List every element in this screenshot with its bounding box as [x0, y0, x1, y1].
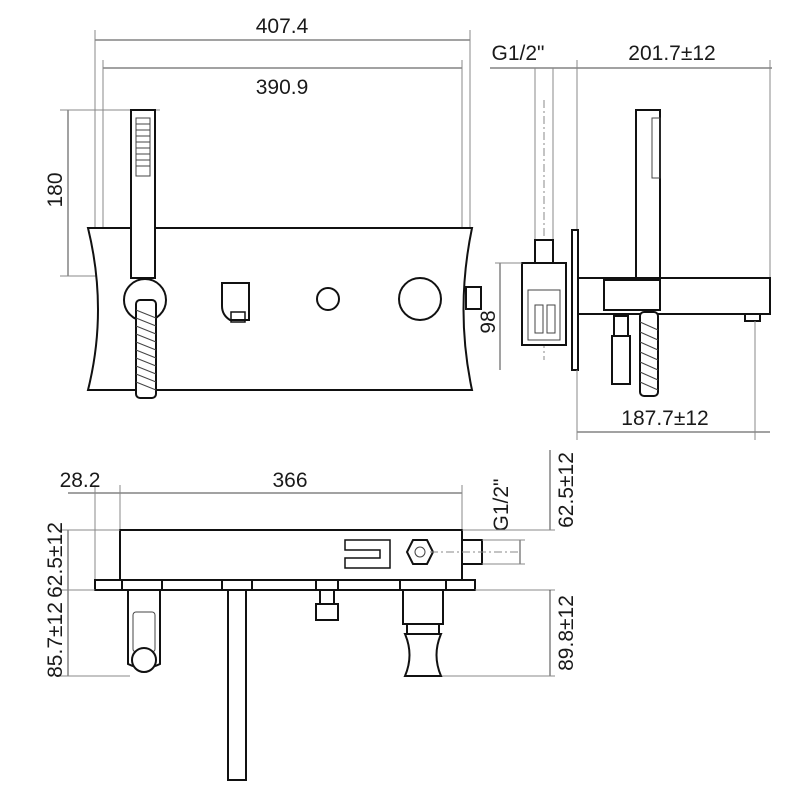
- front-view: 407.4 390.9 180: [44, 15, 482, 399]
- hose-texture-side: [639, 321, 659, 391]
- plate-base: [94, 579, 476, 591]
- mixer-flange: [399, 579, 447, 591]
- shower-grille-lines: [136, 123, 150, 167]
- holder-ring: [131, 647, 157, 673]
- diverter-stem-side: [611, 335, 631, 385]
- mixer-handle: [403, 633, 443, 677]
- spout-outlet: [230, 311, 246, 323]
- diverter-flange: [315, 579, 339, 591]
- diverter-knob: [316, 287, 340, 311]
- dim-label-depth-bottom: 187.7±12: [621, 407, 708, 430]
- hand-shower-side: [635, 109, 661, 279]
- spout-tube: [227, 589, 247, 781]
- valve-insert: [527, 289, 561, 341]
- valve-cartridge: [534, 304, 544, 334]
- spout-flange-bottom: [221, 579, 253, 591]
- nut-hole: [414, 546, 426, 558]
- dim-label-right-top: 62.5±12: [555, 452, 578, 528]
- shower-hose-side: [639, 311, 659, 397]
- bottom-view: 28.2 366 G1/2" 62.5±12 89.8±12 62.5±12: [44, 450, 578, 781]
- dim-label-depth-top: 201.7±12: [628, 42, 715, 65]
- holder-flange: [121, 579, 163, 591]
- spout: [221, 282, 250, 321]
- faucet-body-plate: [86, 227, 474, 391]
- dim-label-thread-side: G1/2": [492, 42, 545, 65]
- dim-label-left-offset: 28.2: [60, 469, 101, 492]
- diverter-knob-bottom: [315, 603, 339, 621]
- shower-head-grille: [135, 117, 151, 177]
- mixer-body: [402, 589, 444, 625]
- valve-cartridge: [546, 304, 556, 334]
- dim-label-right-lower: 89.8±12: [555, 595, 578, 671]
- inlet-pipe: [534, 239, 554, 265]
- dim-label-width: 366: [272, 469, 307, 492]
- side-view: G1/2" 201.7±12 98: [477, 42, 772, 440]
- hex-nut: [405, 539, 435, 565]
- dim-label-plate-width: 390.9: [256, 76, 309, 99]
- valve-box: [521, 262, 567, 346]
- plate-top: [119, 529, 463, 581]
- dim-label-left-upper: 62.5±12: [44, 522, 67, 598]
- shower-head-side: [651, 117, 661, 179]
- dim-label-left-lower: 85.7±12: [44, 602, 67, 678]
- side-connector: [465, 286, 482, 310]
- shower-holder-side: [603, 279, 661, 311]
- diverter-side: [613, 315, 629, 337]
- internal-bracket: [344, 539, 391, 569]
- dim-label-hand-shower-height: 180: [44, 172, 67, 207]
- hand-shower: [130, 109, 156, 279]
- dim-label-overall-width: 407.4: [256, 15, 309, 38]
- mixer-ring: [406, 623, 440, 635]
- diverter-stem: [319, 589, 335, 605]
- dim-label-thread-bottom: G1/2": [490, 479, 513, 532]
- hose-texture: [135, 309, 157, 391]
- mixer-knob: [398, 277, 442, 321]
- dim-label-height: 98: [477, 310, 500, 333]
- spout-outlet-side: [744, 313, 761, 322]
